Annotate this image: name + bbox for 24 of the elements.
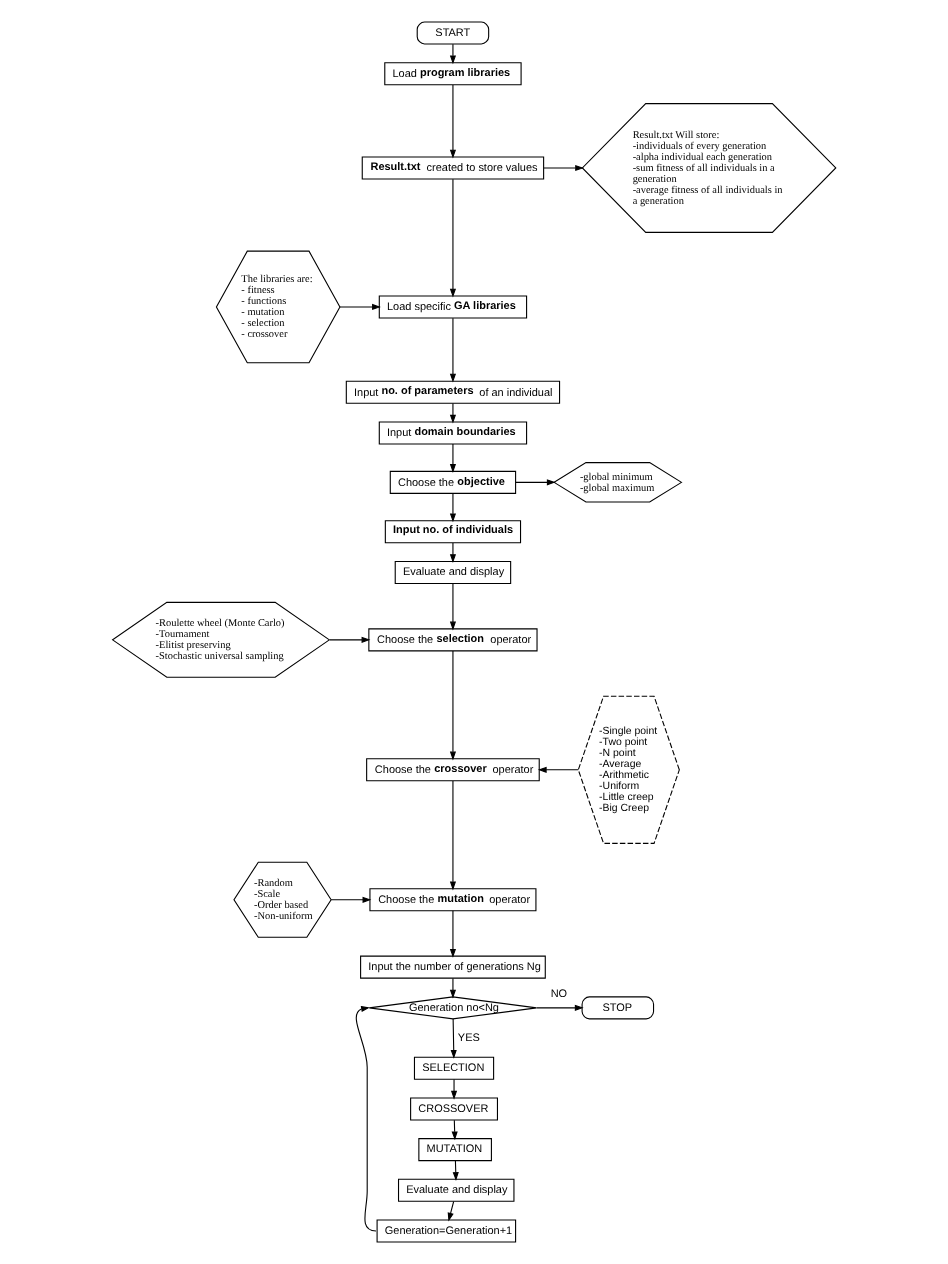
arrow: [449, 43, 457, 65]
arrow: [449, 650, 457, 761]
arrow: [339, 303, 381, 310]
arrow: [515, 479, 556, 486]
arrow: [449, 84, 457, 159]
arrow: [449, 402, 457, 424]
arrow: [543, 164, 584, 172]
arrow: [450, 1018, 457, 1059]
arrow: [449, 443, 457, 473]
arrow: [330, 896, 372, 903]
arrow: [449, 492, 457, 523]
arrow: [449, 582, 457, 631]
arrow: [449, 977, 457, 999]
arrow: [536, 1004, 584, 1011]
arrow: [449, 542, 457, 564]
arrow: [449, 910, 457, 958]
arrow: [355, 1005, 377, 1232]
arrow: [449, 178, 457, 298]
arrow: [447, 1200, 455, 1222]
arrow: [449, 317, 457, 383]
arrow: [537, 766, 579, 773]
arrow: [449, 780, 457, 891]
arrow: [450, 1078, 458, 1100]
arrow: [329, 636, 371, 643]
